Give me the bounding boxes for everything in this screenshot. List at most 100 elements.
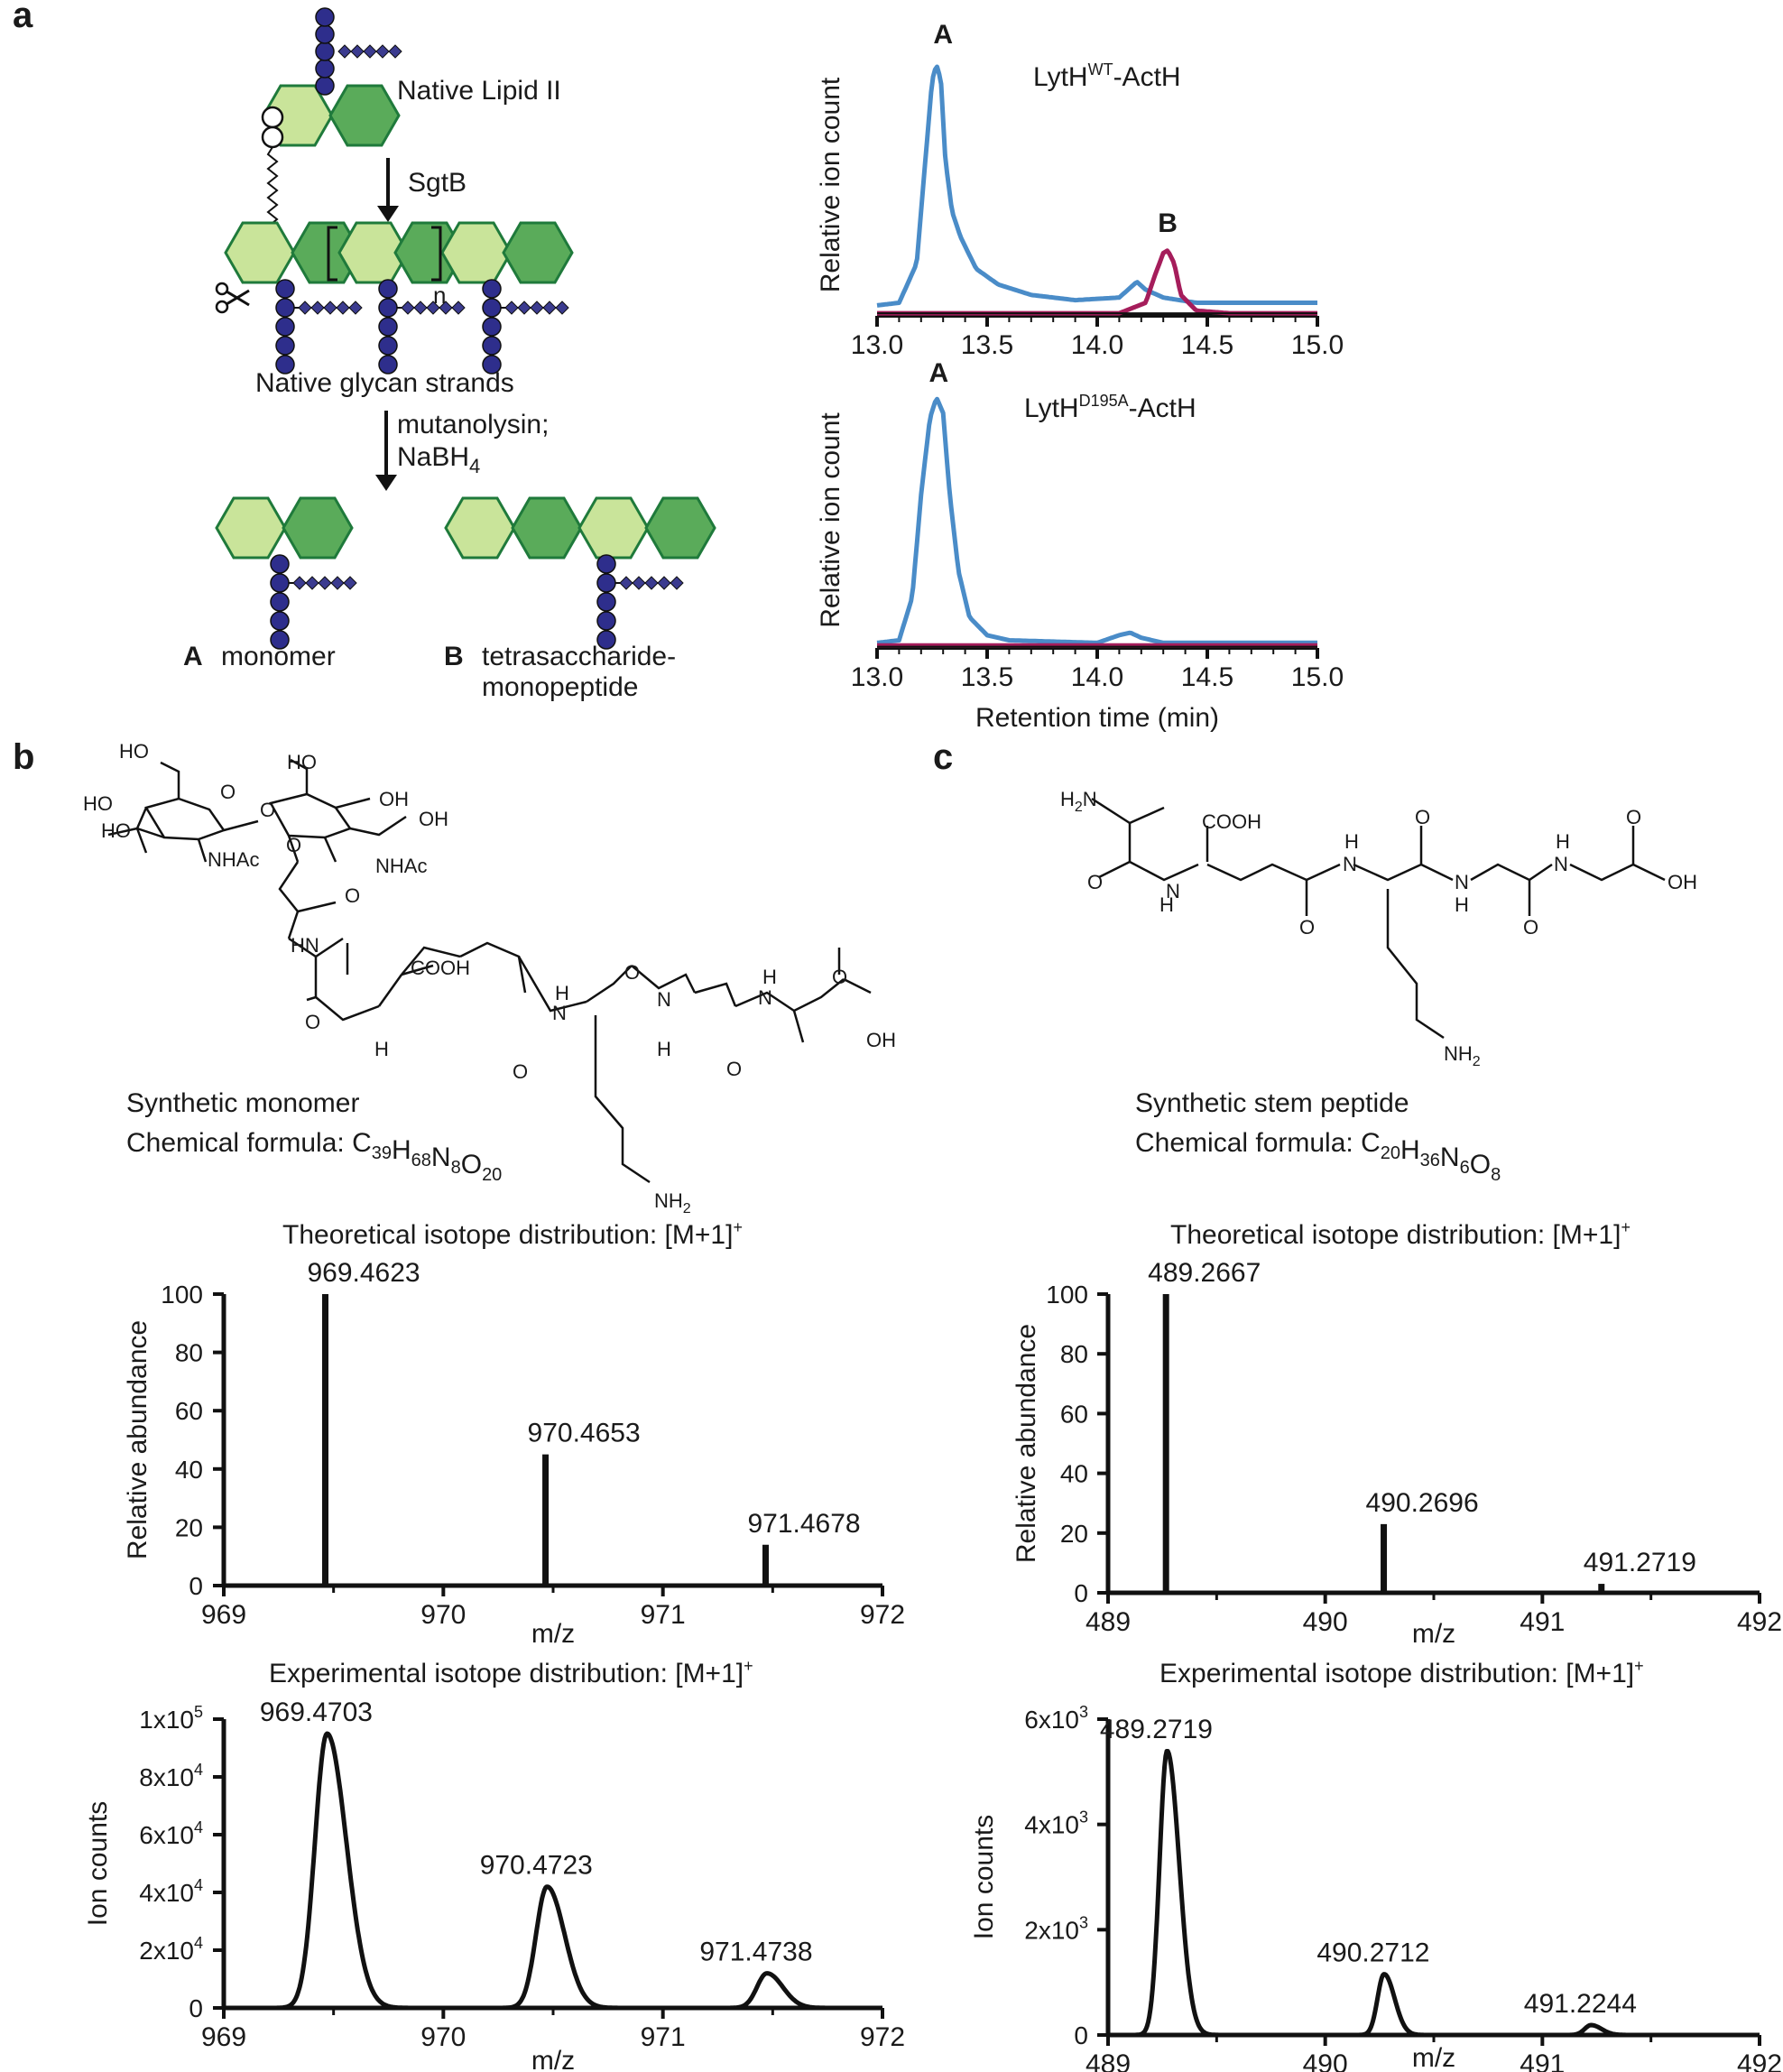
pentaglycine-diamond — [644, 576, 659, 590]
chart-title: LytHD195A-ActH — [1024, 392, 1196, 423]
arrow-head — [375, 475, 397, 491]
amino-acid-bead — [315, 24, 335, 44]
murnac-hexagon — [502, 221, 574, 284]
atom-label: N — [1166, 880, 1180, 902]
product-monomer — [215, 496, 354, 560]
repeat-bracket-close — [431, 226, 442, 282]
atom-label: O — [624, 961, 640, 984]
y-tick-label: 100 — [161, 1281, 203, 1309]
formula-element: N — [1440, 1142, 1460, 1172]
y-tick-mantissa: 1x10 — [139, 1706, 194, 1734]
x-tick-label: 489 — [1086, 2049, 1131, 2072]
peak-mass-label: 489.2667 — [1148, 1258, 1261, 1288]
amino-acid-bead — [315, 7, 335, 27]
lipid-ii-glycan — [262, 84, 401, 147]
formula-element: C — [352, 1128, 372, 1158]
chart-title-superscript: + — [1634, 1657, 1644, 1675]
label-native-glycan: Native glycan strands — [255, 368, 514, 398]
chart-title-suffix: -ActH — [1129, 393, 1196, 423]
repeat-n: n — [433, 282, 446, 309]
atom-label: OH — [419, 808, 448, 830]
atom-label: OH — [1668, 871, 1697, 893]
x-tick-label: 970 — [420, 1600, 466, 1630]
amino-acid-bead — [596, 611, 616, 631]
peak-mass-label: 971.4678 — [747, 1509, 860, 1539]
pentaglycine-diamond — [337, 44, 352, 59]
y-tick-label: 0 — [189, 1994, 203, 2022]
peak-mass-label: 490.2696 — [1366, 1488, 1479, 1518]
y-tick-label: 4x104 — [139, 1876, 203, 1907]
pentaglycine-diamond — [619, 576, 633, 590]
pentaglycine-diamond — [305, 576, 319, 590]
y-tick-exponent: 4 — [194, 1761, 203, 1779]
label-a: A — [183, 642, 203, 671]
pentaglycine-diamond — [292, 576, 307, 590]
pentaglycine-diamond — [670, 576, 684, 590]
chart-title-main: Experimental isotope distribution: [M+1] — [1159, 1659, 1634, 1688]
x-tick-label: 490 — [1303, 2049, 1348, 2072]
atom-label: H — [762, 966, 777, 988]
caption-stem-peptide: Synthetic stem peptide — [1135, 1088, 1409, 1118]
y-tick-label: 0 — [1074, 2021, 1088, 2049]
atom-label: O — [832, 966, 847, 988]
y-tick-label: 2x104 — [139, 1934, 203, 1965]
chart-title-superscript: + — [1621, 1218, 1631, 1236]
pentaglycine-diamond — [530, 301, 544, 315]
y-tick-mantissa: 4x10 — [139, 1879, 194, 1907]
atom-label: O — [1087, 871, 1103, 893]
pentaglycine-diamond — [555, 301, 569, 315]
peak-mass-label: 969.4623 — [307, 1258, 420, 1288]
amino-acid-bead — [596, 573, 616, 593]
lipid-tail — [266, 146, 279, 227]
pentaglycine-diamond — [298, 301, 312, 315]
x-tick-label: 969 — [201, 2022, 246, 2052]
atom-label: O — [220, 781, 236, 803]
chart-monomer-theoretical: Theoretical isotope distribution: [M+1]+… — [123, 1218, 905, 1649]
amino-acid-bead — [482, 317, 502, 337]
x-tick-label: 971 — [641, 2022, 686, 2052]
panel-letter-b: b — [13, 737, 34, 777]
chart-title-suffix: -ActH — [1113, 62, 1181, 92]
glcnac-hexagon — [224, 221, 296, 284]
series-line — [876, 396, 1318, 645]
x-tick-label: 970 — [420, 2022, 466, 2052]
amino-acid-bead — [275, 298, 295, 318]
peak-mass-label: 491.2719 — [1584, 1548, 1696, 1577]
amino-acid-bead — [596, 554, 616, 574]
atom-h: H — [1060, 788, 1075, 810]
atom-label: OH — [379, 788, 409, 810]
chart-title: Experimental isotope distribution: [M+1]… — [269, 1657, 753, 1688]
formula-element: H — [392, 1135, 411, 1165]
peak-label: A — [933, 20, 953, 50]
formula-count: 20 — [482, 1165, 502, 1185]
nabh-base: NaBH — [397, 442, 469, 472]
atom-label: HN — [291, 934, 319, 957]
x-tick-label: 491 — [1520, 1607, 1565, 1637]
peak-mass-label: 490.2712 — [1316, 1938, 1429, 1968]
amino-acid-bead — [482, 336, 502, 356]
atom-label: H — [1159, 893, 1174, 916]
atom-label: NH2 — [1444, 1042, 1481, 1069]
label-native-lipid: Native Lipid II — [397, 76, 561, 106]
product-tetrasaccharide — [444, 496, 716, 560]
y-axis-label: Relative abundance — [1012, 1324, 1041, 1563]
x-tick-label: 492 — [1737, 2049, 1782, 2072]
atom-label: H — [555, 982, 569, 1004]
series-line — [876, 64, 1318, 308]
structure-synthetic-monomer — [107, 758, 872, 1184]
chart-peptide-theoretical: Theoretical isotope distribution: [M+1]+… — [1012, 1218, 1782, 1649]
y-tick-mantissa: 2x10 — [139, 1937, 194, 1965]
x-tick-label: 490 — [1303, 1607, 1348, 1637]
x-tick-label: 14.0 — [1071, 330, 1123, 360]
pentaglycine-diamond — [517, 301, 531, 315]
x-tick-label: 13.5 — [961, 330, 1013, 360]
chart-title-main: Theoretical isotope distribution: [M+1] — [1170, 1220, 1621, 1250]
x-tick-label: 969 — [201, 1600, 246, 1630]
